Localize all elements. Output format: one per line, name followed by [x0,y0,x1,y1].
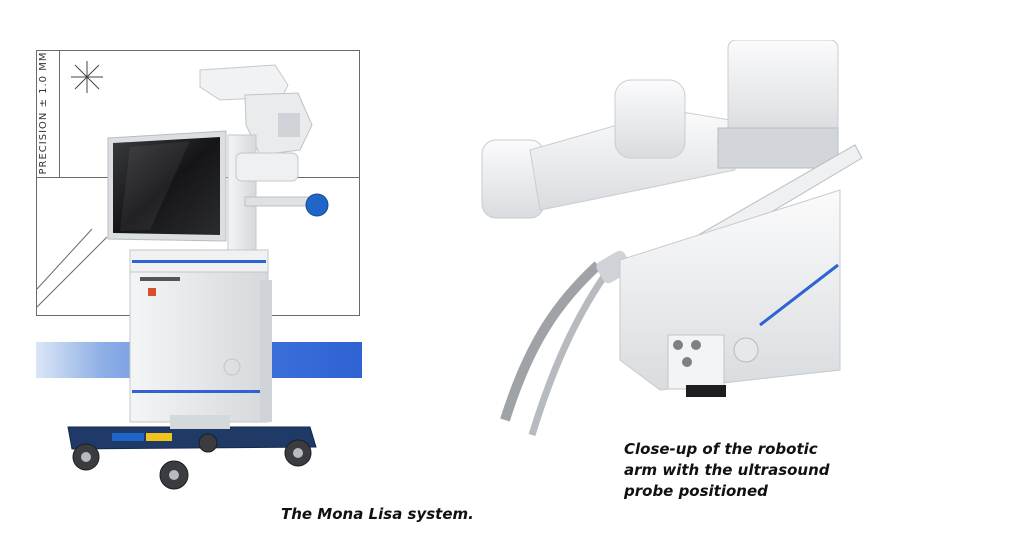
frame-divider-vertical [59,51,60,177]
closeup-caption-line-2: arm with the ultrasound [624,461,830,479]
mona-lisa-cart-image [67,64,329,490]
closeup-caption: Close-up of the robotic arm with the ult… [624,439,904,502]
star-icon [71,61,103,93]
robotic-arm-closeup-image [481,40,863,437]
frame-diagonals [37,228,108,308]
system-caption: The Mona Lisa system. [281,505,474,523]
closeup-caption-line-3: probe positioned [624,482,768,500]
closeup-caption-line-1: Close-up of the robotic [624,440,818,458]
